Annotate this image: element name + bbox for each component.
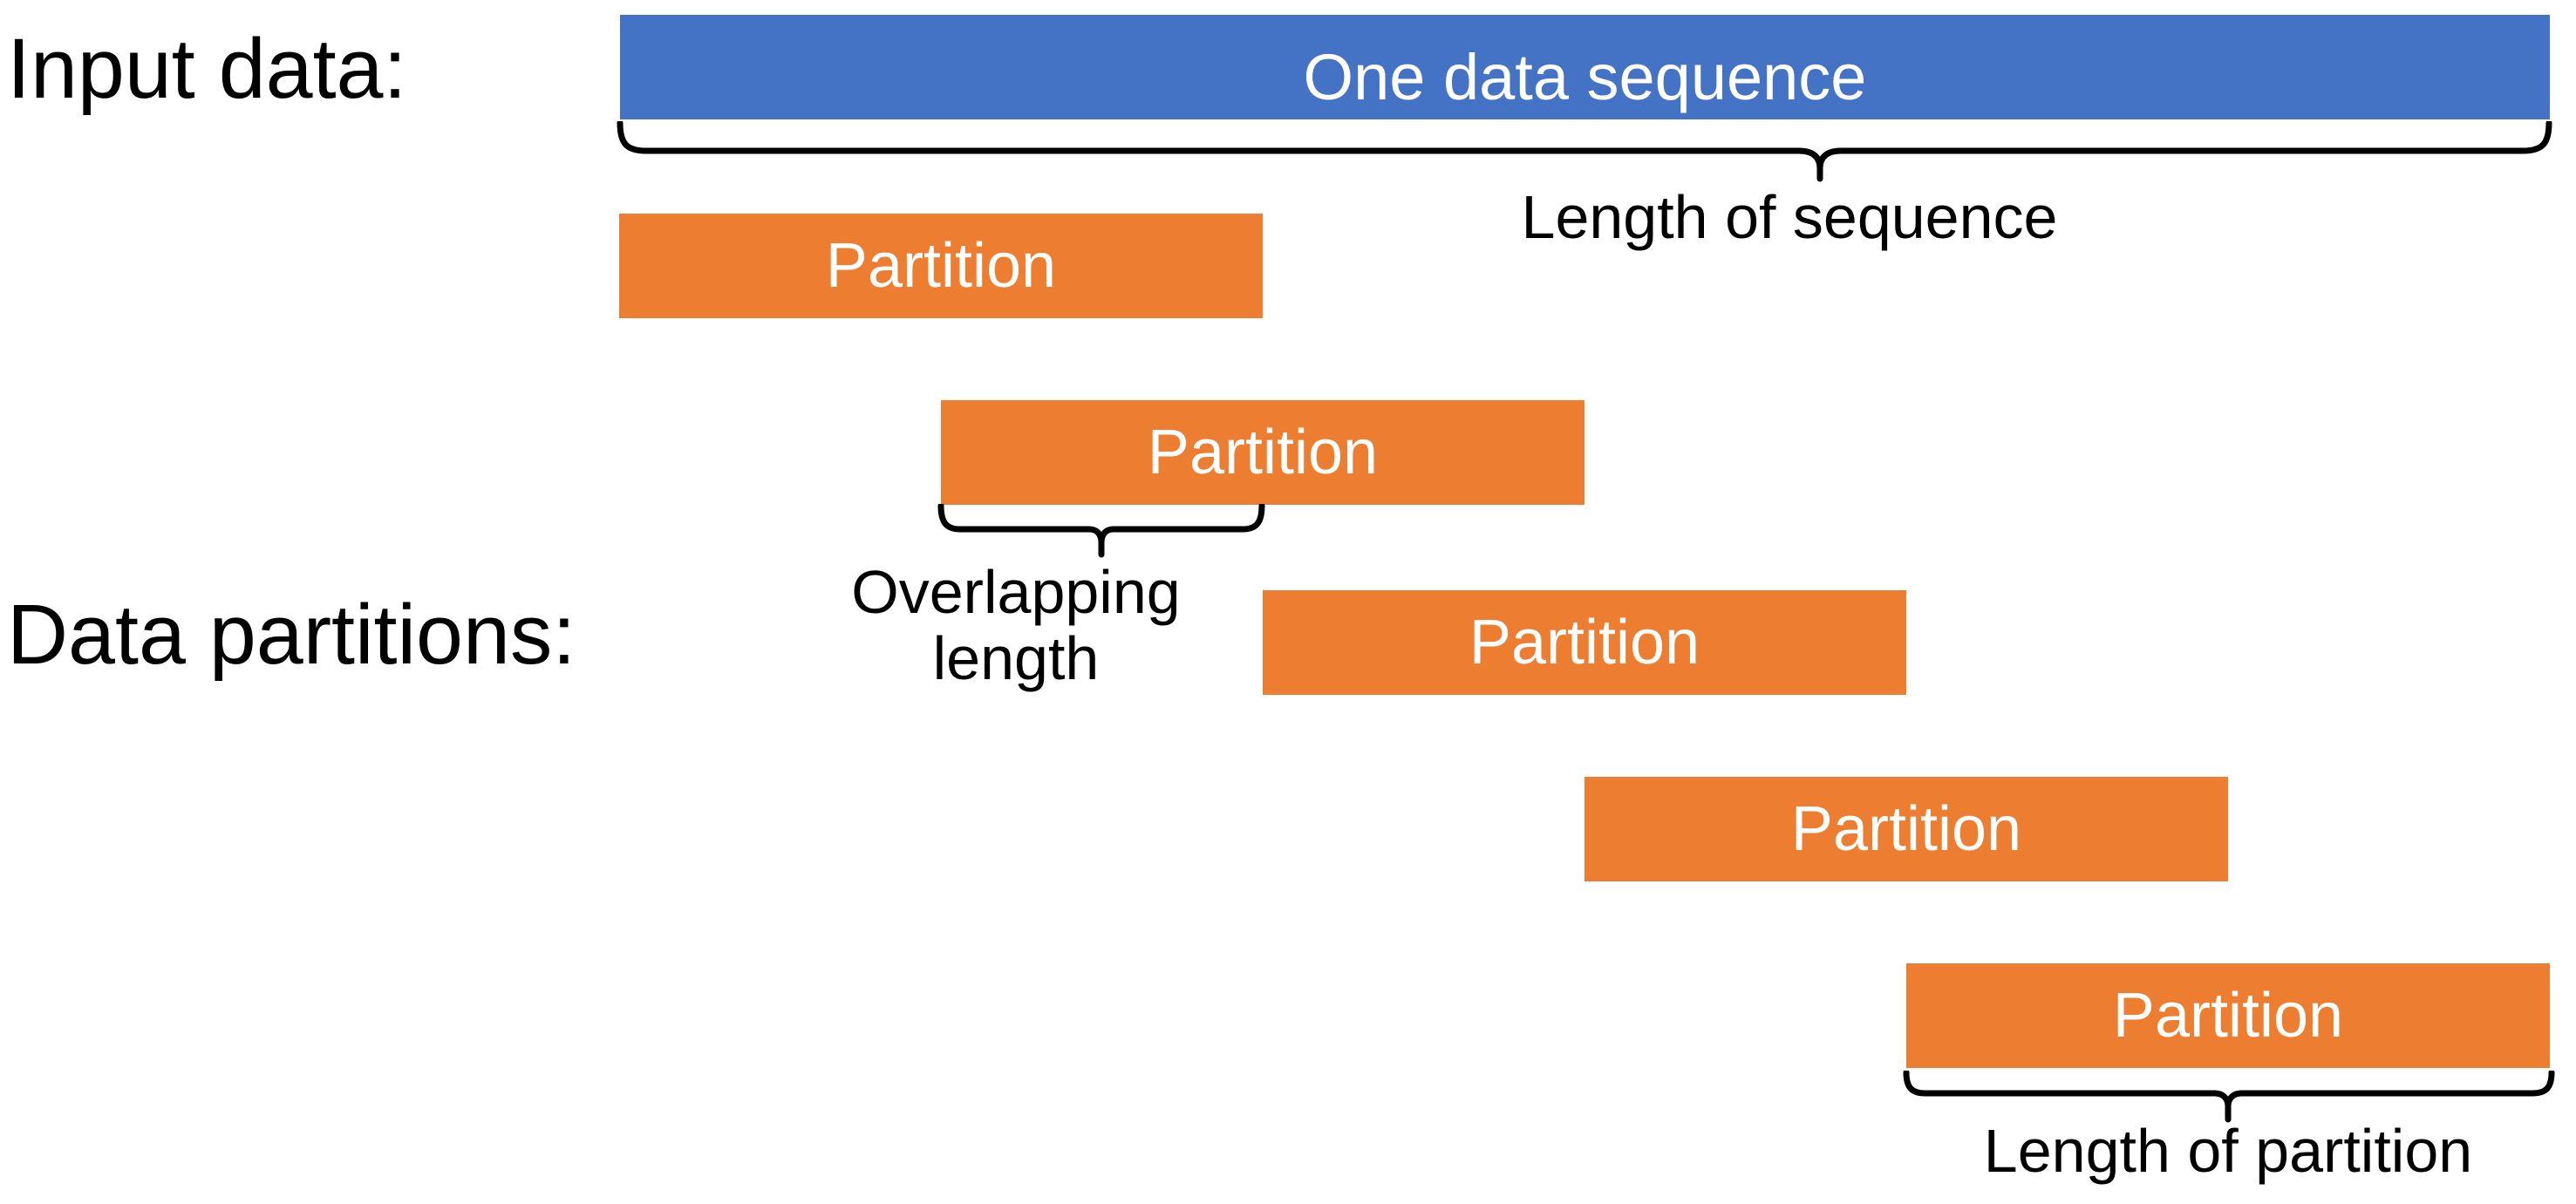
brace-right-half <box>1816 121 2552 172</box>
overlapping-length-label: Overlapping length <box>851 558 1181 692</box>
partition-bar-1: Partition <box>619 214 1263 318</box>
length-of-sequence-label: Length of sequence <box>1521 183 2058 251</box>
overlap-length-brace <box>937 504 1265 558</box>
partition-bar-5-label: Partition <box>2112 981 2344 1051</box>
sequence-length-brace <box>617 121 2552 182</box>
input-data-label: Input data: <box>7 21 407 116</box>
partition-bar-2: Partition <box>941 400 1584 505</box>
partition-bar-3: Partition <box>1263 590 1906 695</box>
partition-bar-5: Partition <box>1906 963 2550 1068</box>
length-of-partition-label: Length of partition <box>1983 1117 2473 1185</box>
brace-left-half <box>937 504 1105 558</box>
brace-right-half <box>1098 504 1265 546</box>
partition-bar-4-label: Partition <box>1790 794 2022 864</box>
sequence-bar: One data sequence <box>620 15 2550 119</box>
brace-right-half <box>2225 1071 2555 1110</box>
data-partitions-label: Data partitions: <box>7 587 576 682</box>
partition-bar-2-label: Partition <box>1147 418 1379 487</box>
overlapping-length-line2: length <box>932 623 1100 692</box>
partition-bar-4: Partition <box>1584 777 2228 881</box>
sequence-bar-label: One data sequence <box>1303 41 1867 113</box>
partition-bar-1-label: Partition <box>825 231 1057 301</box>
brace-left-half <box>1903 1071 2232 1123</box>
brace-left-half <box>617 121 1823 182</box>
overlapping-length-line1: Overlapping <box>851 558 1181 626</box>
partition-bar-3-label: Partition <box>1469 608 1700 677</box>
partition-length-brace <box>1903 1071 2555 1123</box>
